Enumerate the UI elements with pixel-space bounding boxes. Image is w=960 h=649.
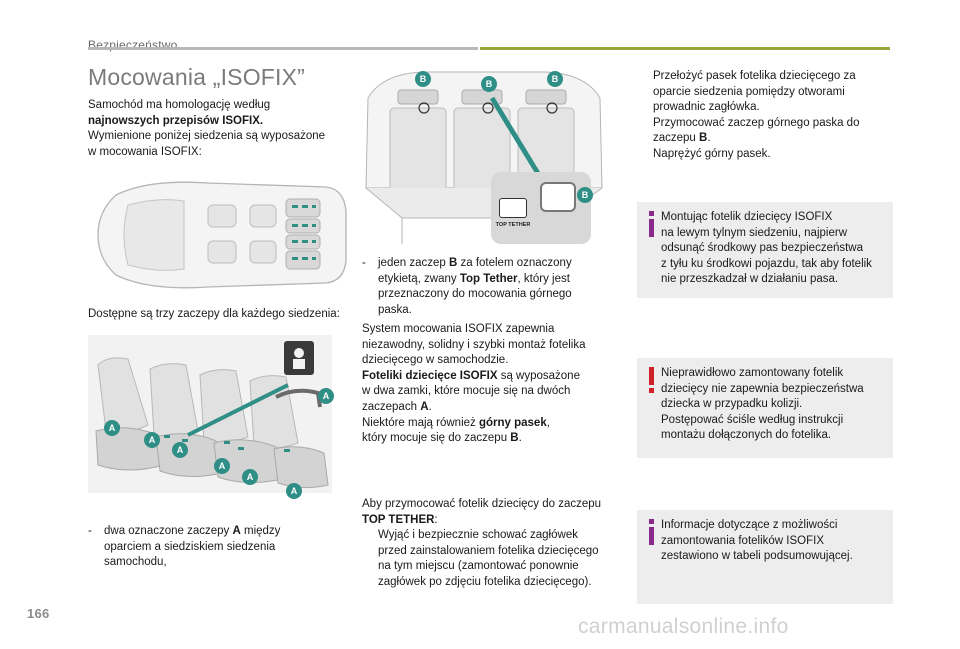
- system-line: który mocuje się do zaczepu B.: [362, 432, 522, 445]
- car-top-view-drawing: [88, 175, 350, 293]
- trunk-drawing: [362, 68, 606, 246]
- seats-marker-a: A: [318, 388, 334, 404]
- watermark: carmanualsonline.info: [578, 615, 789, 638]
- header-rule-grey: [88, 47, 478, 50]
- seats-marker-a: A: [242, 469, 258, 485]
- tether-step: Wyjąć i bezpiecznie schować zagłówek prz…: [378, 529, 599, 588]
- tether-intro: Aby przymocować fotelik dziecięcy do zac…: [362, 497, 617, 528]
- trunk-marker-b: B: [547, 71, 563, 87]
- item-b-line: przeznaczony do mocowania górnego: [378, 288, 572, 301]
- dash-mark: -: [88, 525, 92, 537]
- tether-line: Aby przymocować fotelik dziecięcy do zac…: [362, 498, 602, 510]
- tether-line: TOP TETHER:: [362, 513, 438, 526]
- seats-marker-a: A: [286, 483, 302, 499]
- tether-step-list: Wyjąć i bezpiecznie schować zagłówek prz…: [362, 528, 617, 590]
- anchors-caption: Dostępne są trzy zaczepy dla każdego sie…: [88, 308, 340, 320]
- system-line: dziecięcego w samochodzie.: [362, 354, 509, 367]
- info-icon: [649, 211, 654, 237]
- warning-icon: [649, 367, 654, 393]
- info-note-table: Informacje dotyczące z możliwości zamont…: [637, 510, 893, 604]
- seats-marker-a: A: [104, 420, 120, 436]
- system-paragraph: System mocowania ISOFIX zapewnia niezawo…: [362, 322, 612, 447]
- item-b-line: etykietą, zwany Top Tether, który jest: [378, 272, 570, 285]
- page-title: Mocowania „ISOFIX”: [88, 64, 306, 90]
- trunk-top-tether-figure: [362, 68, 606, 246]
- seats-isofix-drawing: [88, 335, 332, 493]
- right-step: Przymocować zaczep górnego paska do zacz…: [653, 116, 860, 145]
- right-step: Przełożyć pasek fotelika dziecięcego za …: [653, 70, 856, 114]
- header-rule-green: [480, 47, 890, 50]
- intro-line: Wymienione poniżej siedzenia są wyposażo…: [88, 130, 326, 143]
- seats-marker-a: A: [214, 458, 230, 474]
- trunk-marker-b: B: [481, 76, 497, 92]
- seats-isofix-figure: [88, 335, 332, 493]
- seats-marker-a: A: [144, 432, 160, 448]
- page-number: 166: [27, 606, 50, 621]
- car-top-view-figure: [88, 175, 350, 293]
- trunk-zoom-plate: [540, 182, 576, 212]
- trunk-marker-b: B: [415, 71, 431, 87]
- intro-line: w mocowania ISOFIX:: [88, 145, 202, 158]
- system-line: System mocowania ISOFIX zapewnia: [362, 323, 555, 335]
- system-line: w dwa zamki, które mocuje się na dwóch: [362, 385, 571, 398]
- item-anchor-b: - jeden zaczep B za fotelem oznaczony et…: [362, 256, 612, 320]
- info-note-left-seat: Montując fotelik dziecięcy ISOFIX na lew…: [637, 202, 893, 298]
- system-line: Foteliki dziecięce ISOFIX są wyposażone: [362, 369, 580, 382]
- item-anchor-a: - dwa oznaczone zaczepy A między oparcie…: [88, 524, 358, 572]
- seats-marker-a: A: [172, 442, 188, 458]
- intro-line-bold: najnowszych przepisów ISOFIX.: [88, 114, 264, 127]
- dash-mark: -: [362, 257, 366, 269]
- system-line: zaczepach A.: [362, 400, 432, 413]
- item-a-line: dwa oznaczone zaczepy A między: [104, 525, 281, 537]
- intro-line: Samochód ma homologację według: [88, 99, 271, 111]
- system-line: niezawodny, solidny i szybki montaż fote…: [362, 338, 586, 351]
- trunk-zoom-marker-b: B: [577, 187, 593, 203]
- system-line: Niektóre mają również górny pasek,: [362, 416, 550, 429]
- intro-paragraph: Samochód ma homologację według najnowszy…: [88, 98, 358, 160]
- top-tether-icon: [499, 198, 527, 218]
- item-a-line: samochodu,: [104, 556, 167, 569]
- right-step: Naprężyć górny pasek.: [653, 147, 771, 160]
- item-a-line: oparciem a siedziskiem siedzenia: [104, 540, 276, 553]
- warning-note: Nieprawidłowo zamontowany fotelik dzieci…: [637, 358, 893, 458]
- top-tether-label: TOP TETHER: [495, 222, 531, 228]
- info-icon: [649, 519, 654, 545]
- item-b-line: jeden zaczep B za fotelem oznaczony: [378, 257, 572, 269]
- right-step-list: Przełożyć pasek fotelika dziecięcego za …: [637, 69, 892, 163]
- item-b-line: paska.: [378, 303, 412, 316]
